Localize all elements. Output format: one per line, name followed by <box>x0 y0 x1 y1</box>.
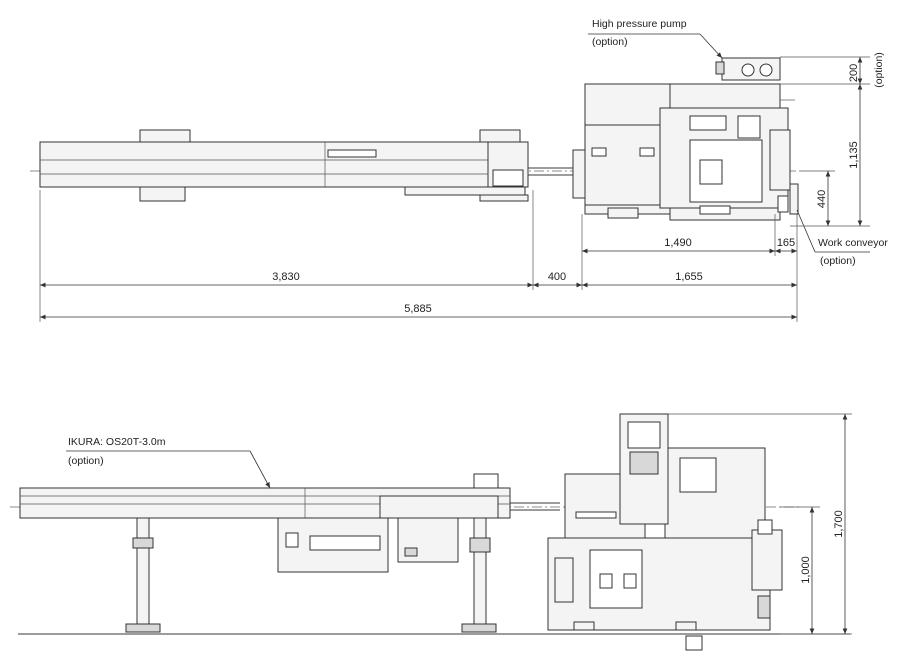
dim-bar-feeder-length: 3,830 <box>272 271 300 283</box>
dim-total-height: 1,700 <box>833 510 845 538</box>
label-work-conveyor: Work conveyor <box>818 237 888 249</box>
dim-conveyor-offset: 165 <box>777 237 795 249</box>
label-side-option: (option) <box>873 52 885 88</box>
label-high-pressure-pump-option: (option) <box>592 36 628 48</box>
label-bar-feeder-option: (option) <box>68 455 104 467</box>
top-view: High pressure pump (option) Work conveyo… <box>30 18 888 322</box>
label-work-conveyor-option: (option) <box>820 255 856 267</box>
dim-machine-length: 1,655 <box>675 271 703 283</box>
dim-pump-height: 200 <box>848 64 860 82</box>
dim-spindle-offset: 440 <box>816 190 828 208</box>
label-high-pressure-pump: High pressure pump <box>592 18 687 30</box>
dim-total-length: 5,885 <box>404 303 432 315</box>
bar-feeder-top <box>39 129 573 202</box>
machine-front <box>547 413 783 651</box>
dim-machine-body: 1,490 <box>664 237 692 249</box>
dim-gap: 400 <box>548 271 566 283</box>
machine-top <box>572 83 799 221</box>
dim-spindle-height: 1,000 <box>800 556 812 584</box>
front-view: IKURA: OS20T-3.0m (option) 1,700 1,000 <box>10 413 852 651</box>
dim-machine-depth: 1,135 <box>848 141 860 169</box>
high-pressure-pump <box>715 57 781 81</box>
label-bar-feeder: IKURA: OS20T-3.0m <box>68 436 166 448</box>
bar-feeder-front <box>19 473 560 633</box>
